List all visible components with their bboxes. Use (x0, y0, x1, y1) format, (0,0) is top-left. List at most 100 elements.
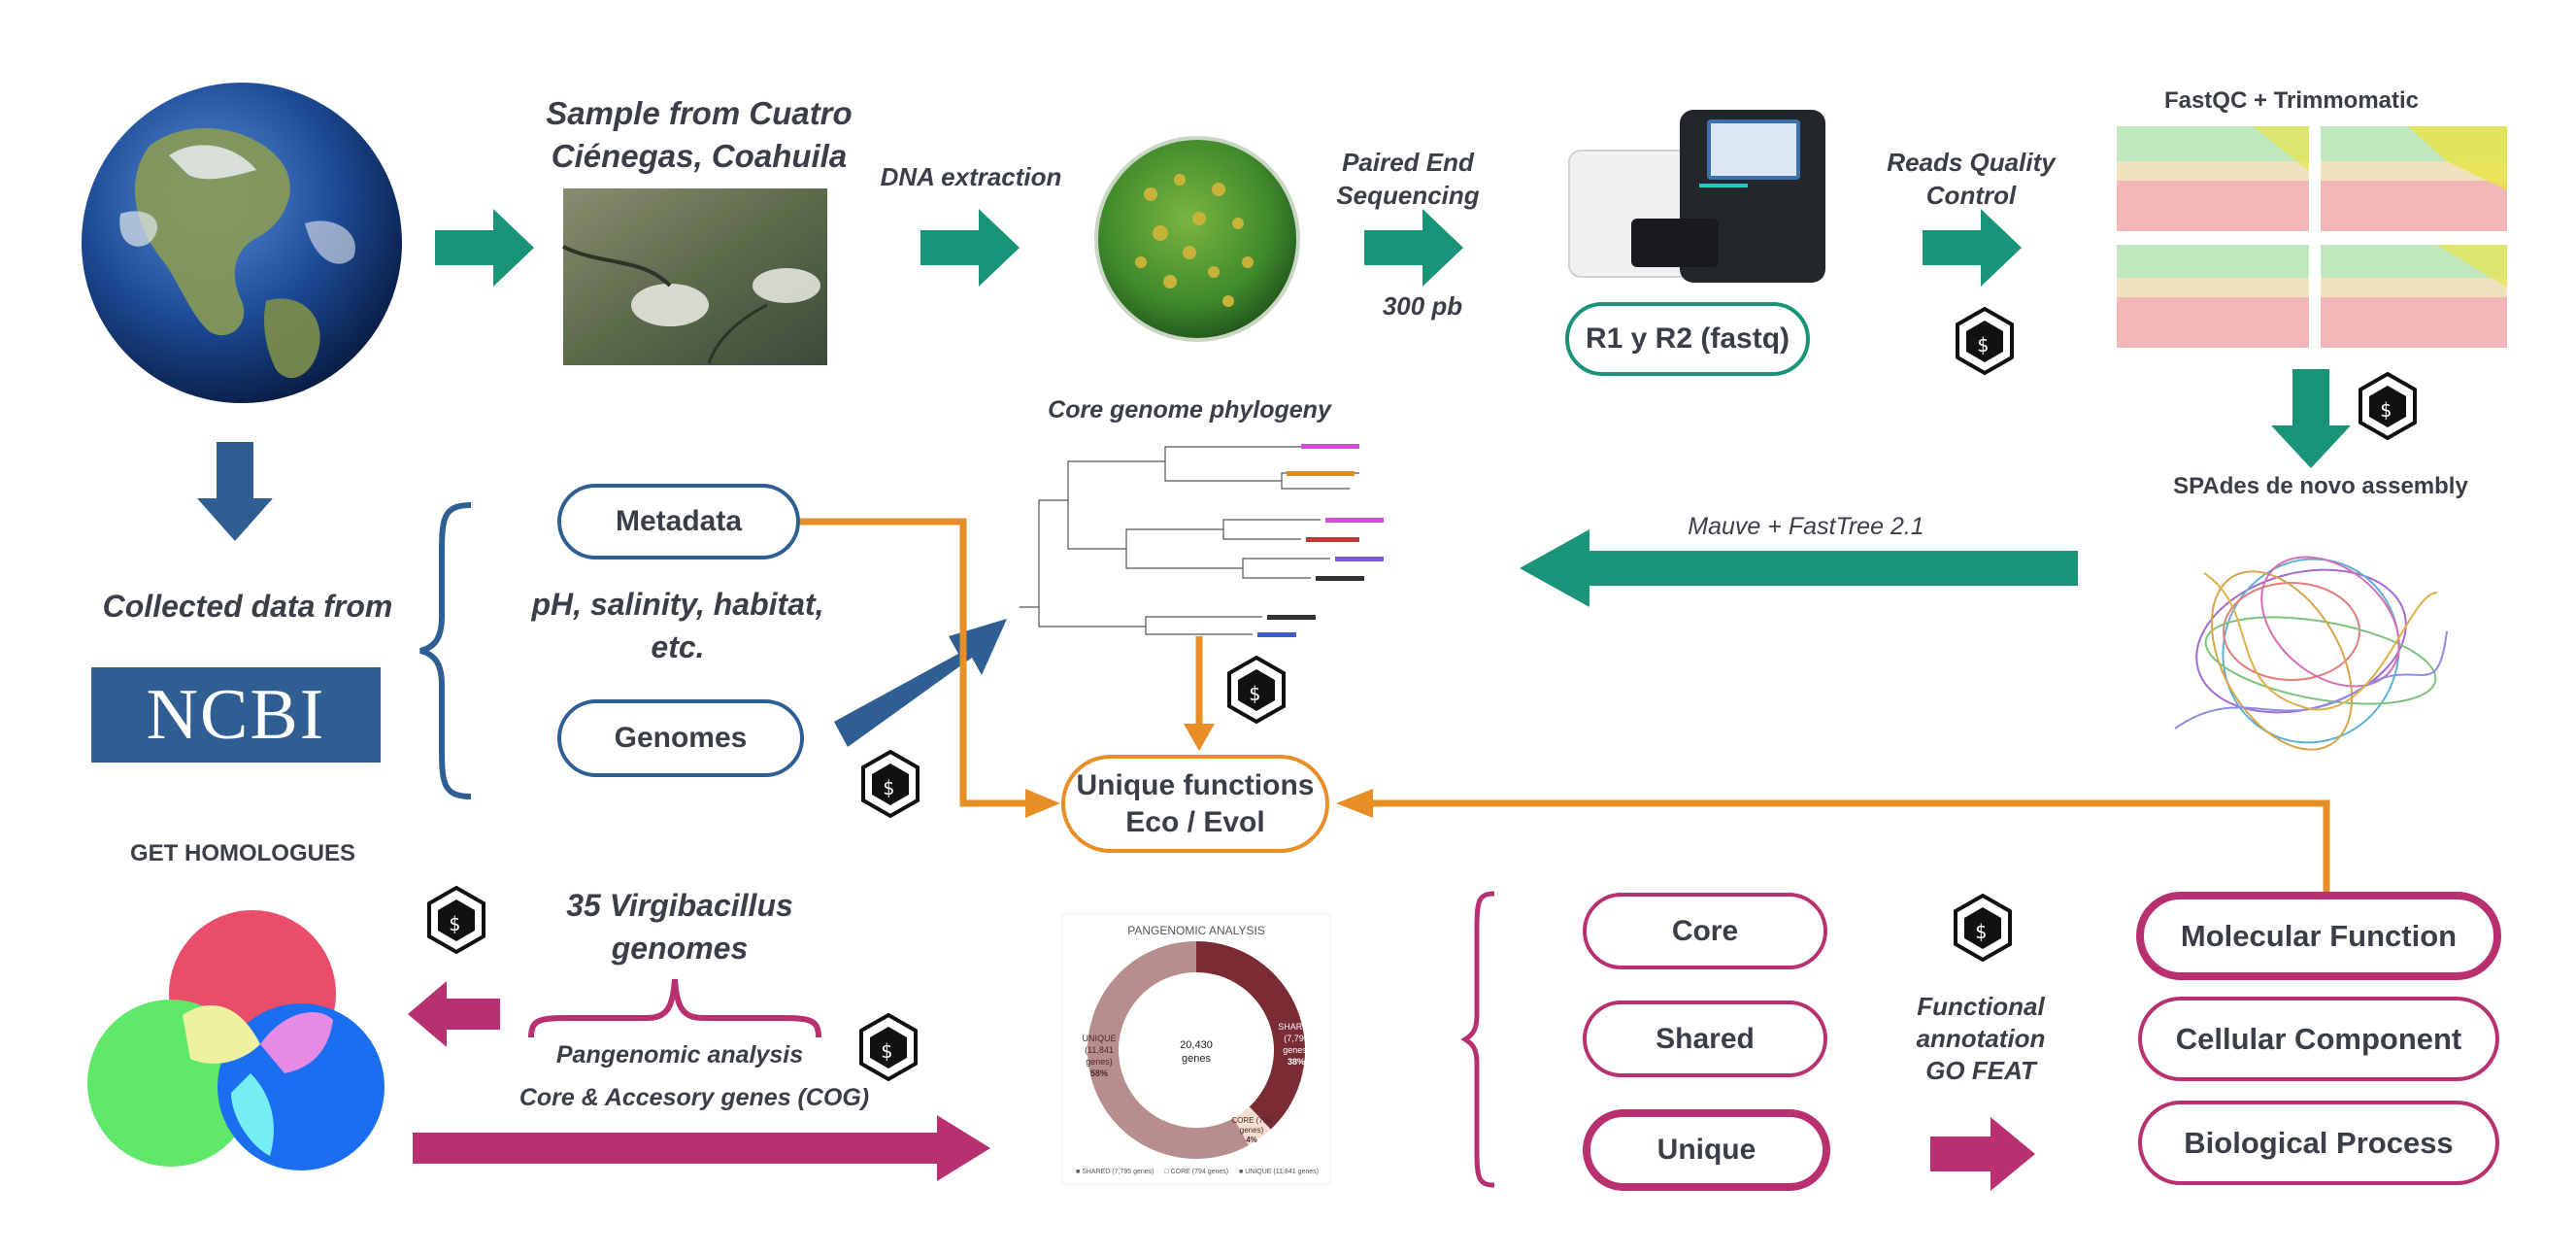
magenta-brace-horizontal (528, 978, 821, 1038)
magenta-brace-vertical (1460, 891, 1495, 1188)
arrow-plate-to-sequencer (1364, 209, 1463, 287)
assembly-graph-image (2174, 556, 2448, 751)
terminal-icon: $ (859, 1012, 918, 1082)
ncbi-logo: NCBI (91, 667, 381, 763)
shared-pill: Shared (1583, 1001, 1827, 1077)
core-accessory-label: Core & Accesory genes (COG) (519, 1084, 870, 1111)
molecular-function-pill: Molecular Function (2136, 892, 2501, 980)
ncbi-logo-text: NCBI (146, 674, 326, 755)
arrow-pangenome-to-venn (408, 981, 500, 1047)
go-connector-line (1336, 789, 2330, 899)
reads-output-pill: R1 y R2 (fastq) (1565, 302, 1810, 376)
shared-label-l2: (7,795 (1284, 1034, 1309, 1043)
genomes-pill: Genomes (557, 699, 804, 777)
sample-site-photo (562, 188, 827, 365)
phylogeny-label: Core genome phylogeny (1048, 396, 1331, 424)
legend-core: □ CORE (794 genes) (1164, 1169, 1229, 1175)
donut-center-unit: genes (1182, 1053, 1211, 1065)
genomes-count-line2: genomes (611, 931, 749, 966)
blue-brace (419, 502, 472, 799)
func-line2: annotation (1916, 1024, 2046, 1053)
arrow-to-pangenome-chart (413, 1115, 990, 1181)
donut-segment-core (1233, 1106, 1271, 1146)
shared-label-l1: SHARED (1278, 1022, 1315, 1032)
unique-label-l2: (11,841 (1085, 1045, 1114, 1055)
earth-globe-image (82, 83, 402, 403)
terminal-icon: $ (861, 749, 920, 819)
pangenome-chart-title: PANGENOMIC ANALYSIS (1127, 924, 1265, 937)
arrow-qc-to-spades (2271, 369, 2351, 468)
qc-line2: Control (1925, 181, 2017, 210)
arrow-sample-to-plate (920, 209, 1020, 287)
mauve-fasttree-label: Mauve + FastTree 2.1 (1688, 513, 1924, 540)
arrow-sequencer-to-qc (1923, 209, 2022, 287)
unique-pill: Unique (1583, 1109, 1830, 1191)
virgibacillus-genomes-label: 35 Virgibacillus genomes (524, 884, 835, 969)
sequencing-label: Paired End Sequencing (1321, 146, 1495, 212)
core-label-l2: genes) (1239, 1126, 1264, 1135)
legend-unique-text: UNIQUE (11,841 genes) (1245, 1169, 1319, 1175)
func-line3: GO FEAT (1925, 1056, 2036, 1085)
donut-label-shared: SHARED (7,795 genes) 38% (1272, 1021, 1321, 1068)
terminal-icon: $ (1954, 893, 2012, 963)
svg-text:$: $ (2380, 398, 2392, 422)
pangenome-donut (1087, 941, 1305, 1159)
terminal-icon: $ (2359, 371, 2417, 441)
core-label-l1: CORE (794 (1231, 1116, 1272, 1125)
sample-title-line2: Ciénegas, Coahuila (551, 138, 848, 174)
dna-extraction-label: DNA extraction (880, 162, 1062, 191)
metadata-detail: pH, salinity, habitat, etc. (513, 583, 843, 668)
donut-center-total: 20,430 (1180, 1039, 1213, 1051)
svg-text:$: $ (881, 1039, 892, 1063)
unique-functions-pill: Unique functions Eco / Evol (1061, 755, 1329, 853)
legend-shared-text: SHARED (7,795 genes) (1082, 1169, 1154, 1175)
read-length-label: 300 pb (1382, 291, 1463, 321)
donut-center-label: 20,430 genes (1157, 1038, 1235, 1066)
svg-text:$: $ (883, 776, 894, 799)
sequencing-line1: Paired End (1342, 148, 1474, 177)
core-label-l3: 4% (1246, 1136, 1257, 1144)
metadata-detail-line1: pH, salinity, habitat, (531, 587, 824, 622)
qc-line1: Reads Quality (1887, 148, 2056, 177)
venn-diagram (87, 910, 385, 1170)
pangenomic-analysis-label: Pangenomic analysis (555, 1041, 804, 1068)
fastqc-plots-image (2117, 126, 2507, 348)
collected-data-label: Collected data from (102, 589, 393, 624)
svg-text:$: $ (1977, 333, 1989, 356)
donut-label-core: CORE (794 genes) 4% (1225, 1116, 1278, 1145)
donut-segment-unique (1087, 941, 1249, 1159)
phylogeny-tree-image (1020, 444, 1384, 637)
legend-shared: ■ SHARED (7,795 genes) (1076, 1169, 1154, 1175)
terminal-icon: $ (427, 885, 485, 955)
sequencing-line2: Sequencing (1336, 181, 1480, 210)
func-line1: Functional (1917, 992, 2045, 1021)
shared-label-l3: genes) (1283, 1045, 1310, 1055)
legend-core-text: CORE (794 genes) (1170, 1169, 1229, 1175)
legend-unique: ■ UNIQUE (11,841 genes) (1239, 1169, 1319, 1175)
arrow-categories-to-go (1930, 1117, 2035, 1191)
biological-process-pill: Biological Process (2138, 1101, 2499, 1185)
donut-segment-shared (1196, 941, 1305, 1130)
petri-dish-image (1094, 136, 1300, 342)
svg-text:$: $ (449, 912, 460, 935)
quality-control-label: Reads Quality Control (1864, 146, 2078, 212)
sample-title-line1: Sample from Cuatro (546, 95, 853, 131)
shared-label-l4: 38% (1287, 1057, 1305, 1067)
pangenome-chart-panel: PANGENOMIC ANALYSIS 20,430 genes SHARED … (1061, 913, 1331, 1185)
unique-functions-line2: Eco / Evol (1125, 805, 1265, 838)
donut-legend: ■ SHARED (7,795 genes) □ CORE (794 genes… (1076, 1169, 1319, 1175)
metadata-connector-line (800, 518, 1060, 818)
arrow-assembly-to-phylogeny (1520, 529, 2078, 607)
unique-label-l3: genes) (1086, 1057, 1113, 1067)
unique-label-l1: UNIQUE (1082, 1034, 1117, 1043)
svg-text:$: $ (1249, 682, 1260, 705)
get-homologues-label: GET HOMOLOGUES (129, 840, 355, 866)
arrow-earth-to-sample (435, 209, 534, 287)
cellular-component-pill: Cellular Component (2138, 997, 2499, 1081)
spades-label: SPAdes de novo assembly (2173, 473, 2468, 499)
arrow-earth-to-ncbi (197, 442, 273, 541)
svg-text:$: $ (1975, 920, 1987, 943)
metadata-detail-line2: etc. (651, 629, 705, 664)
core-pill: Core (1583, 893, 1827, 969)
arrow-phylogeny-to-unique (1184, 636, 1215, 751)
